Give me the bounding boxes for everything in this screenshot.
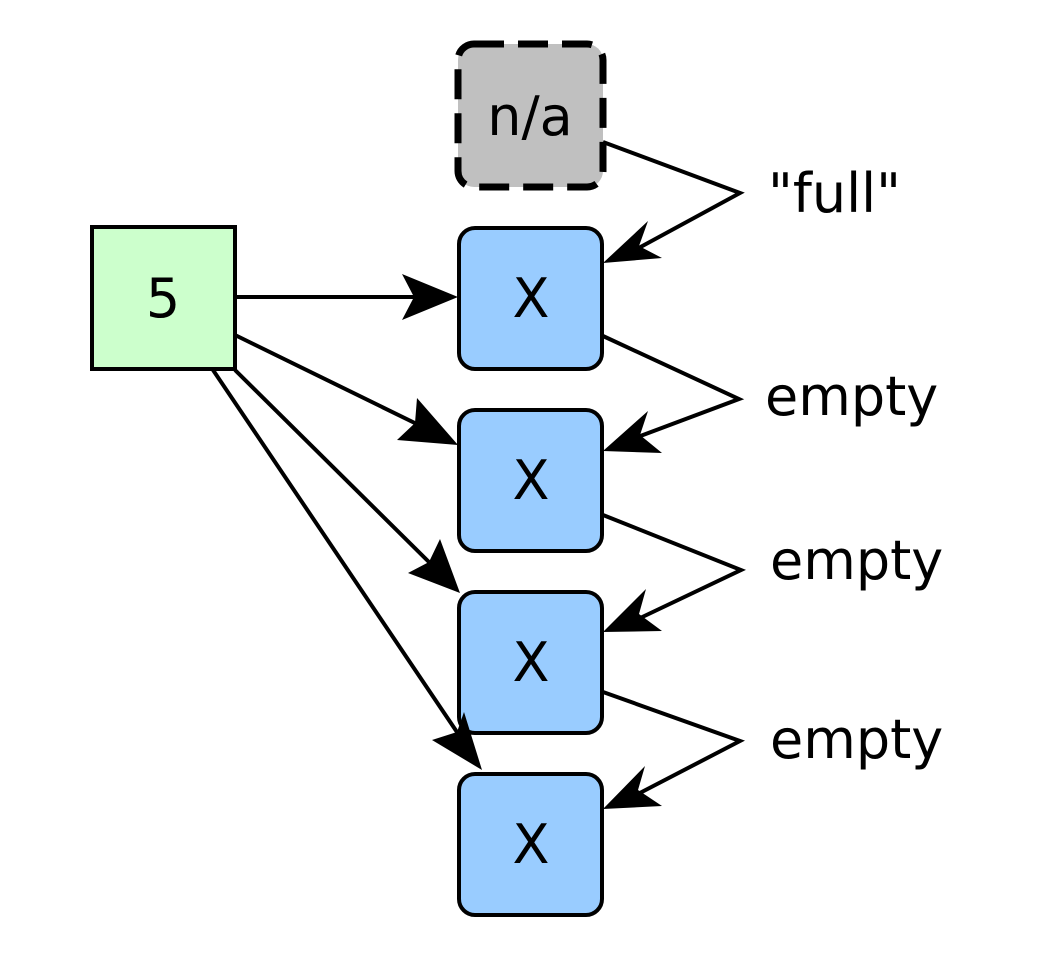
source-to-cell-2-edge bbox=[234, 333, 426, 430]
na-node-label: n/a bbox=[487, 85, 573, 148]
link-label-empty-2: empty bbox=[770, 529, 943, 592]
na-to-cell-1-edge bbox=[602, 140, 745, 252]
source-to-cell-4-arrowhead bbox=[432, 712, 482, 770]
cell-node-3 bbox=[457, 590, 604, 735]
cell-2-to-cell-3-edge bbox=[602, 513, 746, 622]
source-node bbox=[90, 225, 237, 371]
link-label-empty-1: empty bbox=[765, 365, 938, 428]
cell-node-2-label: X bbox=[513, 449, 550, 512]
source-to-cell-1-arrowhead bbox=[402, 274, 458, 320]
source-node-label: 5 bbox=[146, 267, 180, 330]
na-to-cell-1-arrowhead bbox=[603, 221, 662, 263]
cell-2-to-cell-3-arrowhead bbox=[603, 589, 662, 632]
source-to-cell-4-edge bbox=[211, 368, 465, 743]
cell-1-to-cell-2-arrowhead bbox=[603, 411, 662, 453]
cell-3-to-cell-4-arrowhead bbox=[603, 766, 662, 809]
cell-node-3-label: X bbox=[513, 631, 550, 694]
cell-node-1-label: X bbox=[513, 267, 550, 330]
cell-node-1 bbox=[457, 226, 604, 371]
cell-1-to-cell-2-edge bbox=[602, 334, 745, 440]
source-to-cell-2-arrowhead bbox=[397, 398, 458, 445]
source-to-cell-3-arrowhead bbox=[408, 539, 460, 593]
cell-node-2 bbox=[457, 408, 604, 553]
cell-3-to-cell-4-edge bbox=[602, 690, 745, 797]
cell-node-4 bbox=[457, 772, 604, 917]
na-node bbox=[454, 40, 607, 191]
link-label-empty-3: empty bbox=[770, 708, 943, 771]
source-to-cell-3-edge bbox=[233, 368, 438, 571]
cell-node-4-label: X bbox=[513, 813, 550, 876]
link-label-full: "full" bbox=[768, 162, 901, 225]
